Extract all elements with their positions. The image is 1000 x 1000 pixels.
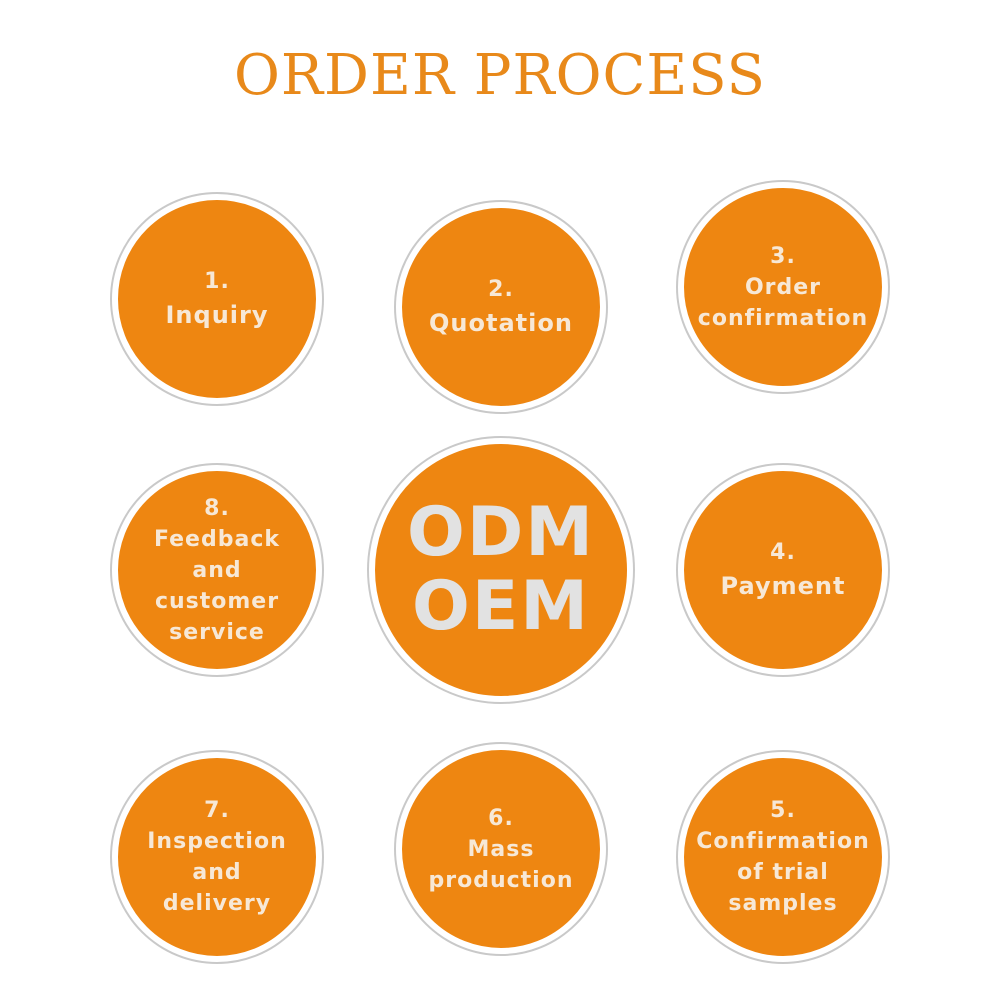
step-label: Inquiry xyxy=(165,300,269,329)
page-title: ORDER PROCESS xyxy=(233,43,767,108)
center-line-oem: OEM xyxy=(412,567,590,646)
step-label: Quotation xyxy=(429,308,573,337)
step-number: 8. xyxy=(204,495,230,521)
step-number: 1. xyxy=(204,268,230,294)
step-label: Payment xyxy=(720,571,846,600)
step-5-confirmation-trial-samples: 5. Confirmation of trial samples xyxy=(678,752,888,962)
step-4-payment: 4. Payment xyxy=(678,465,888,675)
step-7-inspection-delivery: 7. Inspection and delivery xyxy=(112,752,322,962)
step-6-mass-production: 6. Mass production xyxy=(396,744,606,954)
step-2-quotation: 2. Quotation xyxy=(396,202,606,412)
step-label: Confirmation of trial samples xyxy=(696,829,870,916)
step-1-inquiry: 1. Inquiry xyxy=(112,194,322,404)
step-8-feedback-customer-service: 8. Feedback and customer service xyxy=(112,465,322,675)
step-number: 5. xyxy=(770,798,796,823)
center-odm-oem-circle: ODM OEM xyxy=(369,438,633,702)
center-line-odm: ODM xyxy=(407,493,595,572)
step-number: 7. xyxy=(204,798,230,823)
step-label: Order confirmation xyxy=(697,274,869,331)
step-number: 3. xyxy=(770,243,796,269)
step-label: Mass production xyxy=(428,836,574,893)
step-number: 2. xyxy=(488,276,514,302)
step-label: Feedback and customer service xyxy=(154,526,280,645)
step-label: Inspection and delivery xyxy=(147,829,287,916)
step-3-order-confirmation: 3. Order confirmation xyxy=(678,182,888,392)
step-number: 6. xyxy=(488,805,514,831)
step-number: 4. xyxy=(770,539,796,565)
